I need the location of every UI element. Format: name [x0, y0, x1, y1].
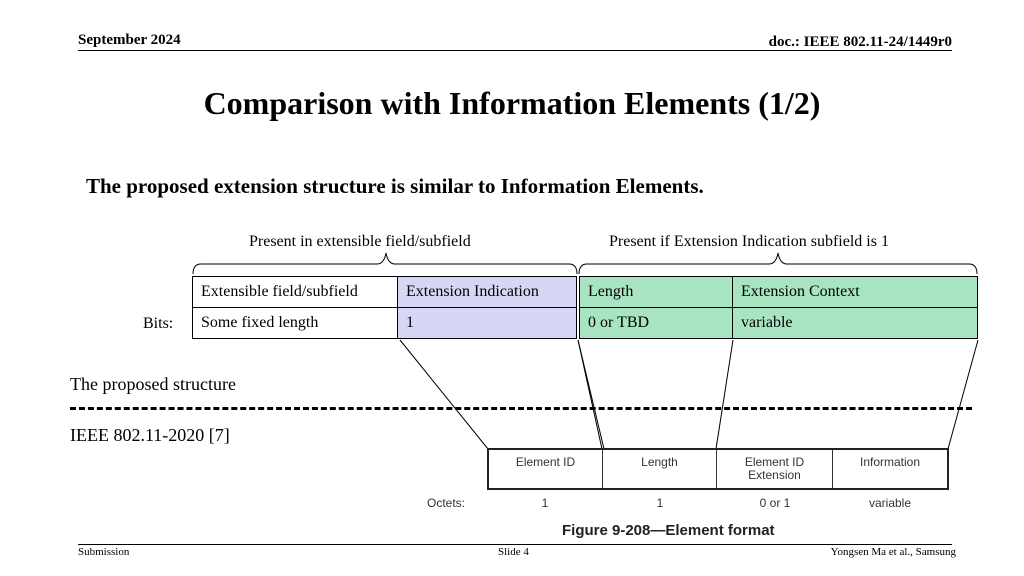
caption-extensible: Present in extensible field/subfield	[249, 233, 471, 250]
connector-length-left	[577, 339, 603, 450]
header-rule	[78, 50, 952, 51]
figure-caption: Figure 9-208—Element format	[562, 522, 775, 539]
bits-extension-indication: 1	[397, 307, 577, 339]
footer-slide-number: Slide 4	[498, 546, 529, 558]
caption-extension: Present if Extension Indication subfield…	[609, 233, 889, 250]
proposed-structure-label: The proposed structure	[70, 374, 236, 394]
bits-extension-context: variable	[732, 307, 978, 339]
fig-field-length: Length	[603, 450, 717, 488]
octets-element-id-extension: 0 or 1	[759, 496, 791, 510]
brace-left	[192, 252, 578, 275]
slide-title: Comparison with Information Elements (1/…	[203, 85, 821, 121]
dashed-separator	[70, 407, 972, 410]
brace-right	[578, 252, 978, 275]
footer-submission: Submission	[78, 546, 130, 558]
field-extension-context: Extension Context	[732, 276, 978, 308]
bits-length: 0 or TBD	[579, 307, 733, 339]
bits-extensible: Some fixed length	[192, 307, 398, 339]
footer-authors: Yongsen Ma et al., Samsung	[830, 546, 956, 558]
field-extension-indication: Extension Indication	[397, 276, 577, 308]
header-doc-id: doc.: IEEE 802.11-24/1449r0	[768, 34, 952, 50]
fig-field-element-id-extension: Element ID Extension	[717, 450, 833, 488]
octets-length: 1	[656, 496, 664, 510]
footer-rule	[78, 544, 952, 545]
field-extensible: Extensible field/subfield	[192, 276, 398, 308]
fig-field-element-id: Element ID	[489, 450, 603, 488]
bits-label: Bits:	[143, 315, 174, 332]
ieee-reference-label: IEEE 802.11-2020 [7]	[70, 425, 230, 445]
element-format-box	[487, 448, 949, 490]
fig-field-information: Information	[859, 455, 921, 469]
slide-subtitle: The proposed extension structure is simi…	[86, 174, 704, 198]
octets-information: variable	[868, 496, 912, 510]
header-date: September 2024	[78, 32, 181, 48]
octets-label: Octets:	[427, 496, 466, 510]
octets-element-id: 1	[541, 496, 549, 510]
